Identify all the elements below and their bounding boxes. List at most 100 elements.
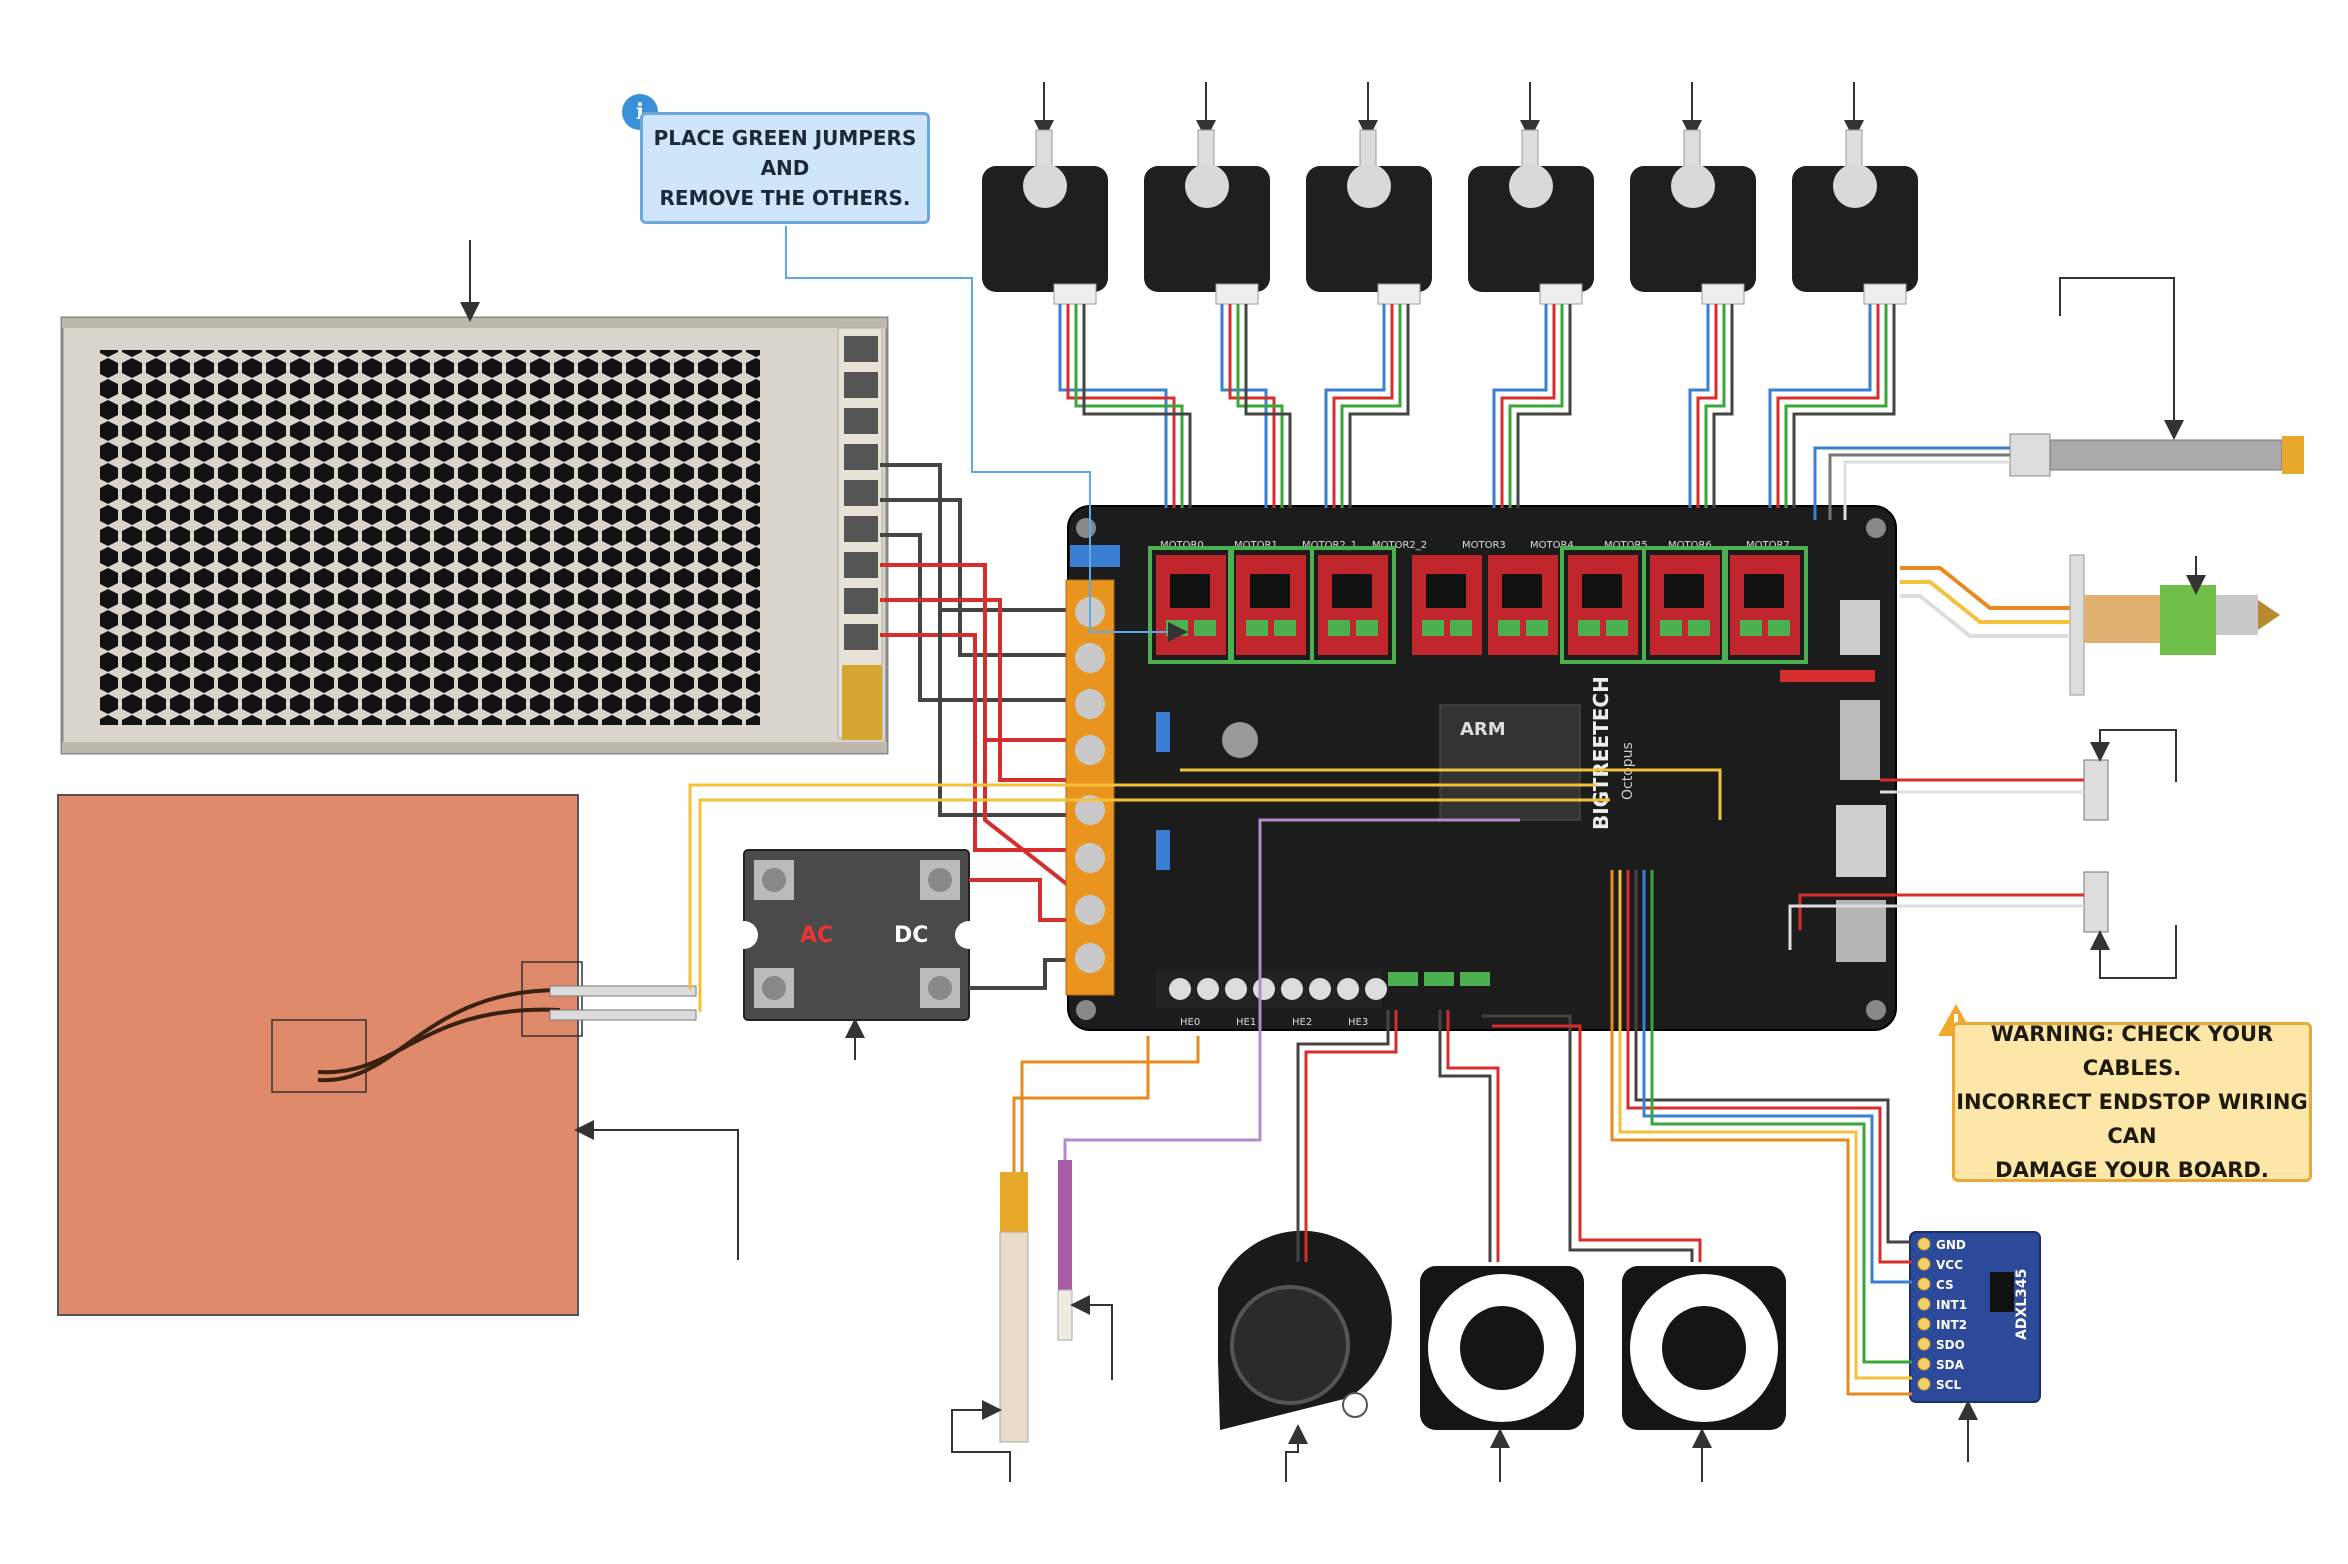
accelerometer-pin-label: CS xyxy=(1936,1278,1954,1292)
motor-wire xyxy=(1508,304,1564,508)
motor-wire xyxy=(1784,304,1888,508)
jumper-note-line: Place green jumpers and xyxy=(653,126,917,180)
motor-labels: MOTOR0 MOTOR1 MOTOR2_1 MOTOR2_2 MOTOR3 M… xyxy=(1160,540,1790,551)
driver-chip xyxy=(1170,574,1210,608)
heater-label: HE1 xyxy=(1236,1017,1256,1028)
accelerometer-pin xyxy=(1917,1257,1931,1271)
accelerometer-pin xyxy=(1917,1277,1931,1291)
motor-shaft xyxy=(1035,129,1053,171)
psu-terminals xyxy=(844,336,878,650)
motor-connector xyxy=(1377,283,1421,305)
motor-label: MOTOR4 xyxy=(1530,540,1574,551)
cartridge-arrow xyxy=(951,1400,1011,1482)
jumper-note-line: remove the others. xyxy=(659,186,911,210)
motor-shaft xyxy=(1683,129,1701,171)
accelerometer-pin-label: INT2 xyxy=(1936,1318,1967,1332)
driver-chip xyxy=(1250,574,1290,608)
board-brand: BIGTREETECH xyxy=(1589,676,1613,830)
driver-chip xyxy=(1744,574,1784,608)
driver-chip xyxy=(1332,574,1372,608)
motor-wire xyxy=(1516,304,1572,508)
motor-shaft xyxy=(1845,129,1863,171)
motor-flange xyxy=(1509,164,1553,208)
motor-shaft xyxy=(1359,129,1377,171)
driver-jumper xyxy=(1768,620,1790,636)
warning-note-line: Incorrect endstop wiring can xyxy=(1956,1090,2308,1148)
warning-note-line: Warning: check your cables. xyxy=(1990,1022,2274,1080)
stepper-motor-icon xyxy=(1468,82,1594,508)
motor-wire xyxy=(1712,304,1734,508)
axial-fan-1 xyxy=(1420,1010,1584,1430)
stepper-driver xyxy=(1560,546,1646,664)
motor-wire xyxy=(1082,304,1192,508)
jumper-highlight xyxy=(1310,546,1396,664)
ssr-dc-label: DC xyxy=(894,923,928,948)
probe-arrow xyxy=(2059,277,2184,440)
stepper-driver xyxy=(1412,555,1482,655)
jumper-note-leader xyxy=(785,226,1188,642)
stepper-driver xyxy=(1722,546,1808,664)
motor-connector xyxy=(1053,283,1097,305)
solid-state-relay: AC DC xyxy=(730,849,983,1021)
motor-wire xyxy=(1236,304,1284,508)
accelerometer-wires xyxy=(1610,870,1912,1396)
motor-wire xyxy=(1066,304,1176,508)
jumper-highlight xyxy=(1722,546,1808,664)
bed-wires xyxy=(688,768,1722,1012)
motor-connector xyxy=(1215,283,1259,305)
motor-wire xyxy=(1688,304,1710,508)
motor-flange xyxy=(1833,164,1877,208)
motor-label: MOTOR2_1 xyxy=(1302,540,1357,551)
blower-fan xyxy=(1218,1010,1398,1430)
stepper-motors xyxy=(982,82,1918,508)
motor-label: MOTOR3 xyxy=(1462,540,1506,551)
motor-label: MOTOR2_2 xyxy=(1372,540,1427,551)
driver-jumper xyxy=(1688,620,1710,636)
motor-label: MOTOR1 xyxy=(1234,540,1278,551)
motor-wire xyxy=(1792,304,1896,508)
accelerometer-pin-label: SDO xyxy=(1936,1338,1965,1352)
motor-wire xyxy=(1340,304,1402,508)
stepper-drivers xyxy=(1148,546,1808,664)
heater-label: HE2 xyxy=(1292,1017,1312,1028)
stepper-motor-icon xyxy=(1768,82,1918,508)
endstop-arrow-bottom xyxy=(2090,925,2177,979)
stepper-motor-icon xyxy=(1630,82,1756,508)
motor-wire xyxy=(1332,304,1394,508)
accelerometer-pin xyxy=(1917,1357,1931,1371)
driver-jumper xyxy=(1194,620,1216,636)
motor-wire xyxy=(1074,304,1184,508)
motor-shaft xyxy=(1521,129,1539,171)
motor-wire xyxy=(1696,304,1718,508)
endstop-arrow-top xyxy=(2090,729,2177,782)
motor-connector xyxy=(1701,283,1745,305)
driver-jumper xyxy=(1526,620,1548,636)
motor-wire xyxy=(1768,304,1872,508)
motor-wire xyxy=(1058,304,1168,508)
warning-note-line: damage your board. xyxy=(1995,1158,2269,1182)
accelerometer-pin xyxy=(1917,1317,1931,1331)
motor-label: MOTOR0 xyxy=(1160,540,1204,551)
motor-shaft xyxy=(1197,129,1215,171)
heater-cartridge xyxy=(999,1036,1200,1443)
chip-label: ARM xyxy=(1460,719,1506,740)
motor-body xyxy=(1792,166,1918,292)
driver-jumper xyxy=(1328,620,1350,636)
thermistor xyxy=(1057,818,1520,1341)
hotend xyxy=(1900,554,2280,696)
stepper-motor-icon xyxy=(1144,82,1292,508)
power-wires xyxy=(880,463,1070,990)
motor-connector xyxy=(1539,283,1583,305)
driver-chip xyxy=(1502,574,1542,608)
motor-wire xyxy=(1492,304,1548,508)
driver-jumper xyxy=(1166,620,1188,636)
accelerometer-pin xyxy=(1917,1377,1931,1391)
motor-wire xyxy=(1704,304,1726,508)
power-supply xyxy=(60,316,889,755)
motor-flange xyxy=(1023,164,1067,208)
accelerometer-pin xyxy=(1917,1297,1931,1311)
ssr-ac-label: AC xyxy=(800,923,833,948)
driver-jumper xyxy=(1578,620,1600,636)
